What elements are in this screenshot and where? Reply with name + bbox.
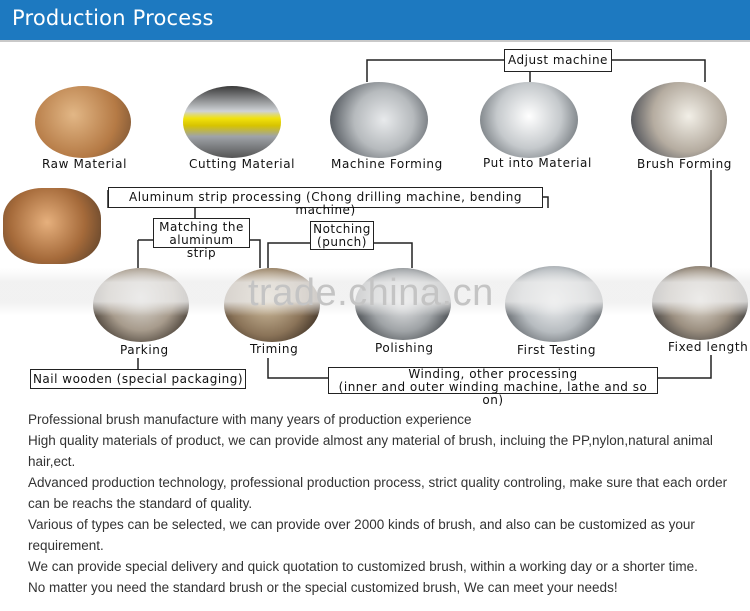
description: Professional brush manufacture with many… [28,409,738,598]
machine-forming-label: Machine Forming [331,157,443,171]
description-line: Various of types can be selected, we can… [28,517,695,553]
raw-material-photo [35,86,131,158]
description-line: We can provide special delivery and quic… [28,559,698,574]
header-bar: Production Process [0,0,750,40]
description-line: No matter you need the standard brush or… [28,580,618,595]
triming-label: Triming [250,342,299,356]
aluminum-strip-note: Aluminum strip processing (Chong drillin… [108,187,543,217]
first-testing-label: First Testing [517,343,597,357]
notching-line-2: (punch) [317,235,367,249]
notching-note: Notching (punch) [310,221,374,250]
page-title: Production Process [12,6,214,30]
packaging-cartons-photo [3,188,101,264]
put-into-material-photo [480,82,578,158]
nail-wooden-note: Nail wooden (special packaging) [30,369,246,389]
matching-line-1: Matching the [159,220,244,234]
watermark-band [0,268,750,316]
raw-material-label: Raw Material [42,157,128,171]
put-into-material-label: Put into Material [483,156,592,170]
description-line: Professional brush manufacture with many… [28,412,472,427]
polishing-label: Polishing [375,341,434,355]
brush-forming-photo [631,82,727,158]
matching-line-2: aluminum strip [169,233,234,260]
winding-line-1: Winding, other processing [408,367,578,381]
cutting-material-label: Cutting Material [189,157,296,171]
notching-line-1: Notching [313,222,371,236]
brush-forming-label: Brush Forming [637,157,733,171]
machine-forming-photo [330,82,428,158]
header-divider [0,40,750,42]
description-line: High quality materials of product, we ca… [28,433,713,469]
fixed-length-label: Fixed length [668,340,749,354]
winding-line-2: (inner and outer winding machine, lathe … [338,380,648,407]
winding-note: Winding, other processing (inner and out… [328,367,658,407]
adjust-machine-note: Adjust machine [504,49,612,72]
process-diagram: Raw Material Cutting Material Machine Fo… [0,49,750,407]
matching-aluminum-note: Matching the aluminum strip [153,218,250,260]
parking-label: Parking [120,343,169,357]
watermark-text: trade.china.cn [248,272,494,314]
cutting-material-photo [183,86,281,158]
description-line: Advanced production technology, professi… [28,475,728,511]
